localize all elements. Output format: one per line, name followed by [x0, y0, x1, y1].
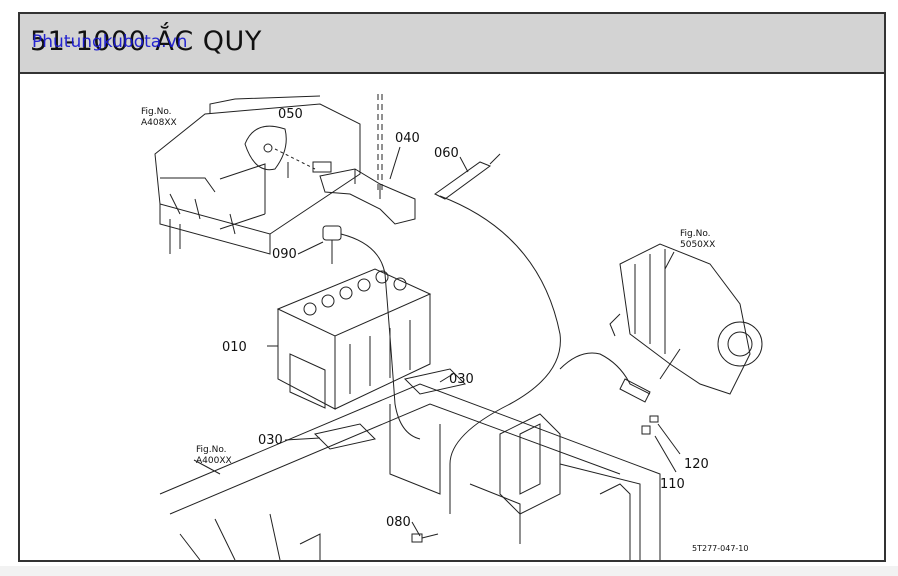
diagram-svg: 050 040 060 090 010 030 030 080 110 120 … [141, 94, 763, 561]
starter-cable-drawing [559, 348, 681, 403]
title-bar: 51-1000 ẮC QUY Phutungkubota.vn [20, 14, 884, 74]
fig-ref-a408-line1: Fig.No. [141, 107, 172, 117]
part-090-drawing [322, 225, 421, 440]
label-part-080: 080 [386, 515, 411, 530]
part-060-drawing [434, 153, 561, 514]
part-050-drawing [244, 125, 332, 173]
drawing-code: 5T277-047-10 [692, 544, 748, 553]
part-080-drawing [411, 533, 439, 543]
part-030-pad-b [314, 423, 376, 450]
site-watermark: Phutungkubota.vn [32, 32, 188, 52]
part-030-pad-a [404, 368, 466, 395]
label-part-040: 040 [395, 131, 420, 146]
fig-ref-a400-line2: A400XX [196, 456, 232, 466]
label-part-060: 060 [434, 146, 459, 161]
label-part-090: 090 [272, 247, 297, 262]
label-part-030-lower: 030 [258, 433, 283, 448]
label-part-010: 010 [222, 340, 247, 355]
leader-lines [160, 146, 681, 537]
part-110-drawing [641, 425, 651, 435]
part-120-drawing [649, 415, 659, 423]
part-040-drawing [319, 168, 416, 225]
label-part-050: 050 [278, 107, 303, 122]
fig-ref-5050-line2: 5050XX [680, 240, 715, 250]
label-part-120: 120 [684, 457, 709, 472]
fig-ref-5050-line1: Fig.No. [680, 229, 711, 239]
part-010-battery-drawing [276, 268, 432, 410]
fig-ref-a400-line1: Fig.No. [196, 445, 227, 455]
label-part-110: 110 [660, 477, 685, 492]
exploded-parts-diagram: 050 040 060 090 010 030 030 080 110 120 … [20, 74, 884, 561]
bottom-strip [0, 566, 898, 576]
label-part-030-upper: 030 [449, 372, 474, 387]
fig-ref-a408-line2: A408XX [141, 118, 177, 128]
page-title: 51-1000 ẮC QUY [30, 26, 262, 57]
starter-motor-drawing [609, 243, 763, 395]
frame-bracket-drawing [154, 95, 361, 255]
lower-frame-drawing [159, 383, 661, 561]
diagram-frame: 51-1000 ẮC QUY Phutungkubota.vn [18, 12, 886, 562]
